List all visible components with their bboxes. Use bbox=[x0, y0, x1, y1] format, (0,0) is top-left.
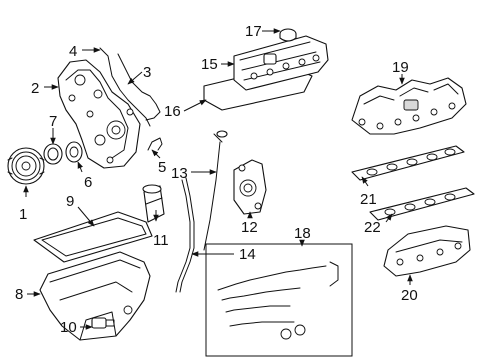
oil-filter-adapter bbox=[233, 159, 267, 215]
callout-7: 7 bbox=[49, 113, 57, 130]
oil-pan bbox=[39, 251, 151, 341]
callout-10: 10 bbox=[60, 319, 77, 336]
drain-plug bbox=[91, 317, 115, 329]
dipstick-tube bbox=[175, 177, 195, 293]
oil-filter bbox=[142, 184, 165, 223]
callout-4: 4 bbox=[69, 43, 77, 60]
callout-5: 5 bbox=[158, 159, 166, 176]
leader-lines bbox=[23, 28, 413, 330]
callout-11: 11 bbox=[153, 232, 169, 249]
oil-filler-cap bbox=[279, 28, 297, 42]
wiring-harness-kit bbox=[205, 243, 353, 357]
crank-gear bbox=[65, 141, 83, 163]
callout-20: 20 bbox=[401, 287, 418, 304]
oil-pan-gasket bbox=[33, 211, 153, 263]
timing-cover bbox=[57, 59, 141, 169]
callout-22: 22 bbox=[364, 219, 381, 236]
callout-21: 21 bbox=[360, 191, 377, 208]
intake-manifold bbox=[351, 77, 467, 135]
crankshaft-pulley bbox=[7, 147, 45, 185]
callout-18: 18 bbox=[294, 225, 311, 242]
callout-19: 19 bbox=[392, 59, 409, 76]
callout-1: 1 bbox=[19, 206, 27, 223]
crank-seal bbox=[43, 143, 63, 165]
callout-16: 16 bbox=[164, 103, 181, 120]
dipstick bbox=[203, 130, 228, 251]
callout-6: 6 bbox=[84, 174, 92, 191]
callout-17: 17 bbox=[245, 23, 262, 40]
intake-gasket-lower bbox=[369, 187, 475, 221]
valve-cover bbox=[233, 35, 329, 91]
intake-gasket-upper bbox=[351, 145, 465, 181]
small-seal bbox=[147, 137, 163, 151]
callout-8: 8 bbox=[15, 286, 23, 303]
callout-15: 15 bbox=[201, 56, 218, 73]
callout-13: 13 bbox=[171, 165, 188, 182]
callout-numbers: 1 2 3 4 5 6 7 8 9 10 11 12 13 14 15 16 1… bbox=[15, 23, 418, 336]
callout-3: 3 bbox=[143, 64, 151, 81]
callout-2: 2 bbox=[31, 80, 39, 97]
timing-cover-gasket-outer bbox=[117, 53, 161, 121]
callout-12: 12 bbox=[241, 219, 258, 236]
timing-cover-gasket bbox=[99, 47, 151, 127]
callout-14: 14 bbox=[239, 246, 256, 263]
lower-intake-manifold bbox=[383, 225, 471, 277]
callout-9: 9 bbox=[66, 193, 74, 210]
